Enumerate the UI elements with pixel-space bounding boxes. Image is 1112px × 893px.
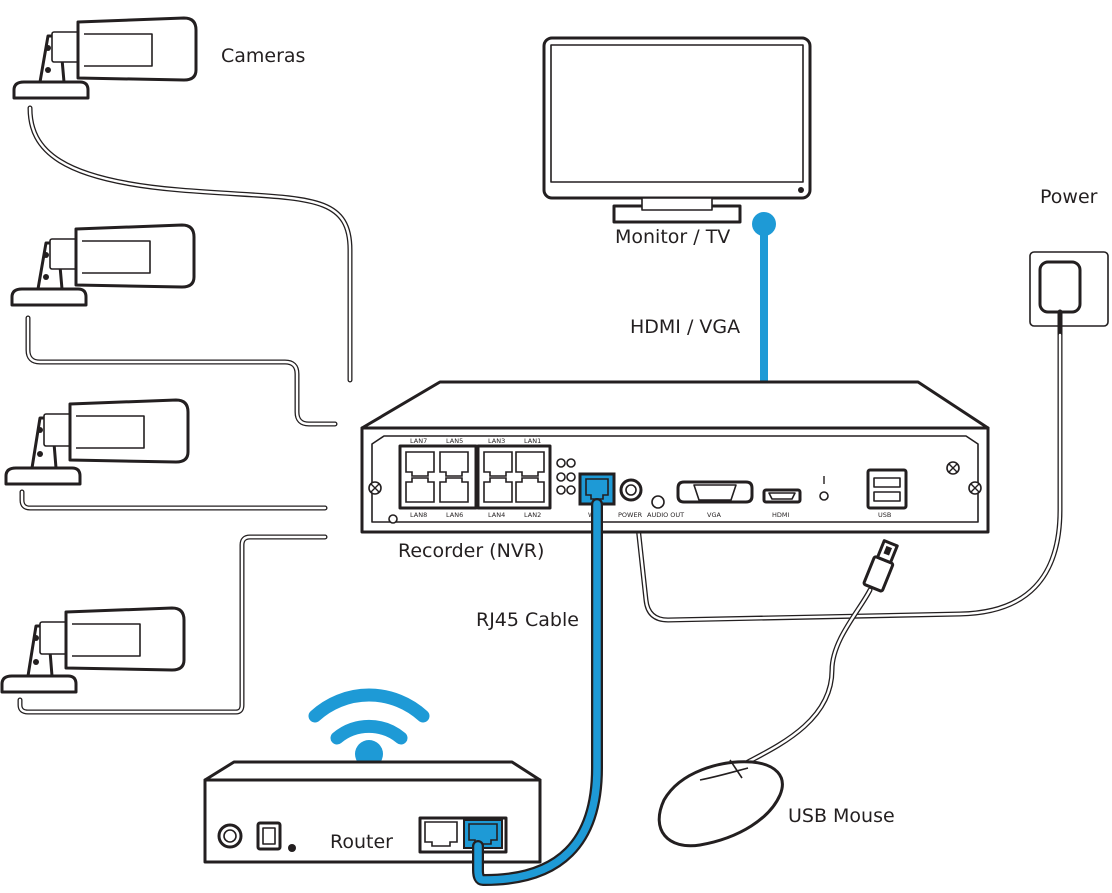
port-label-lan1: LAN1 xyxy=(524,437,541,445)
port-label-lan6: LAN6 xyxy=(446,511,463,519)
port-label-lan8: LAN8 xyxy=(410,511,427,519)
monitor xyxy=(542,36,812,224)
camera-3 xyxy=(4,398,190,486)
cameras-label: Cameras xyxy=(221,45,305,67)
rj45-cable xyxy=(472,498,603,886)
power-cable xyxy=(631,332,1063,623)
port-label-lan3: LAN3 xyxy=(488,437,505,445)
camera-1 xyxy=(12,16,198,100)
port-label-hdmi: HDMI xyxy=(772,511,790,519)
port-label-usb: USB xyxy=(878,511,891,519)
camera-2 xyxy=(10,223,196,307)
port-label-audio-out: AUDIO OUT xyxy=(647,511,684,519)
hdmi-vga-label: HDMI / VGA xyxy=(630,316,740,338)
recorder-nvr xyxy=(360,380,990,534)
router xyxy=(203,760,542,864)
rj45-cable-label: RJ45 Cable xyxy=(476,609,579,631)
router-label: Router xyxy=(330,831,393,853)
port-label-power: POWER xyxy=(618,511,643,519)
camera-cables xyxy=(17,105,353,715)
port-label-lan7: LAN7 xyxy=(410,437,427,445)
usb-mouse-cable xyxy=(745,587,873,765)
camera-4 xyxy=(0,606,186,694)
port-label-lan5: LAN5 xyxy=(446,437,463,445)
port-label-vga: VGA xyxy=(707,511,721,519)
usb-mouse-label: USB Mouse xyxy=(788,805,895,827)
wifi-icon xyxy=(308,688,430,768)
power-label: Power xyxy=(1040,186,1098,208)
power-outlet xyxy=(1029,251,1109,338)
usb-plug xyxy=(862,539,899,593)
recorder-label: Recorder (NVR) xyxy=(398,540,544,562)
mouse xyxy=(657,759,784,848)
port-label-lan2: LAN2 xyxy=(524,511,541,519)
port-label-lan4: LAN4 xyxy=(488,511,505,519)
monitor-label: Monitor / TV xyxy=(615,226,730,248)
